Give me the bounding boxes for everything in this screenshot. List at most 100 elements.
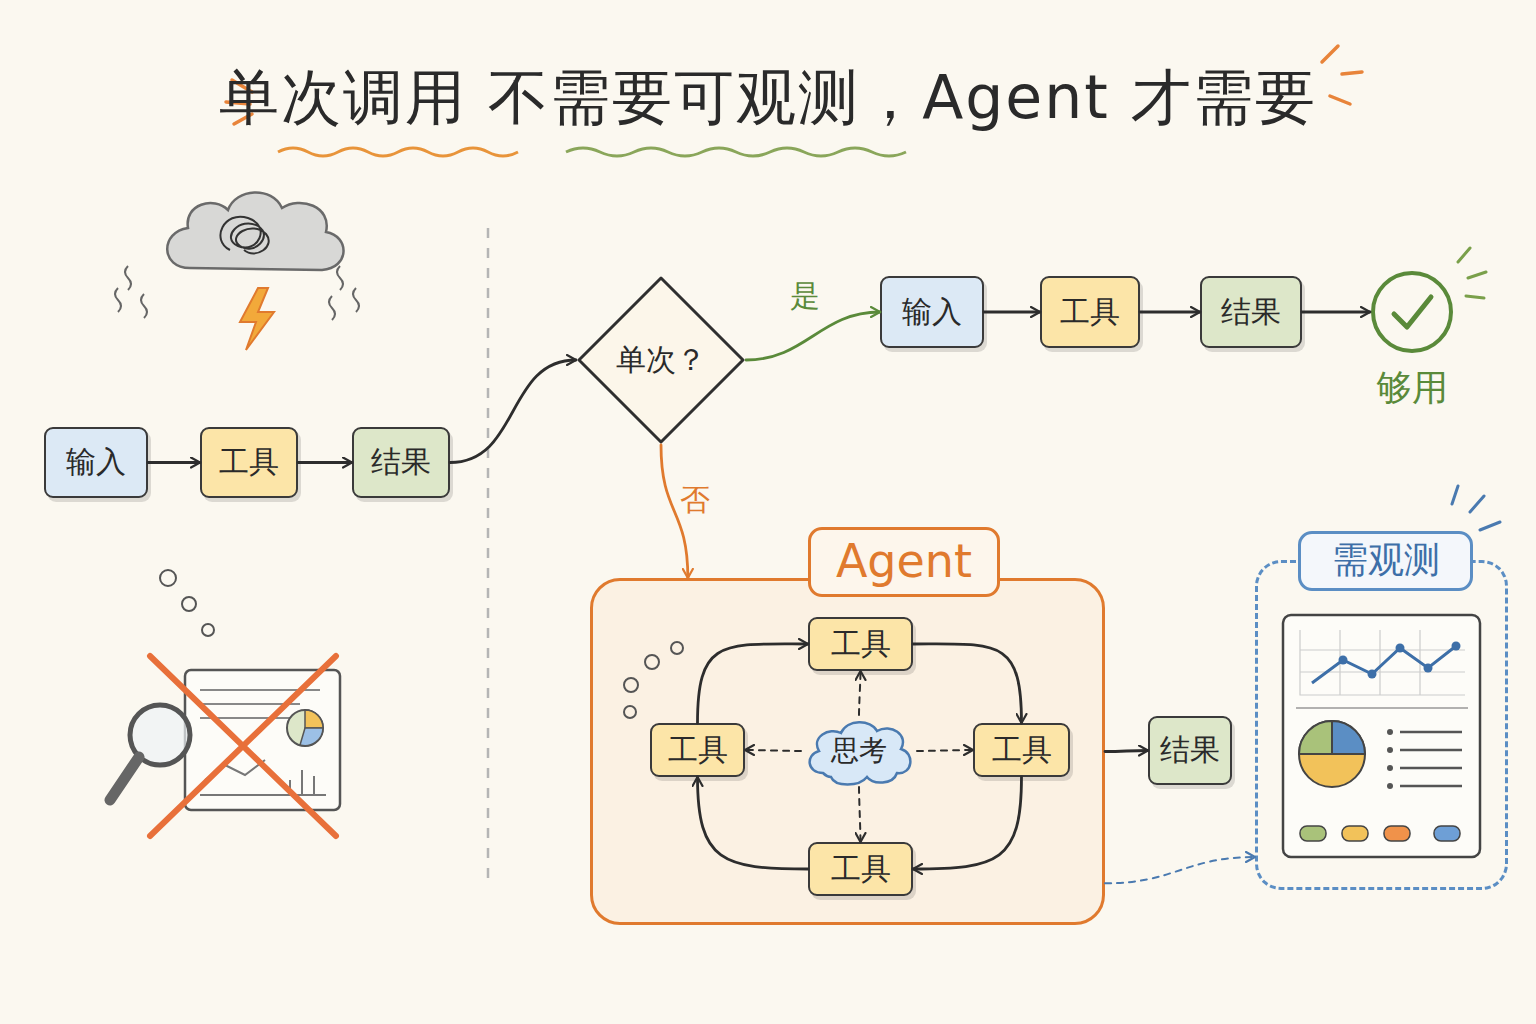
cloud-shape (810, 722, 911, 784)
check-circle: 够用 (1370, 270, 1454, 354)
dashed-connector (859, 787, 861, 842)
process-box: 工具 (650, 723, 745, 777)
scribble (220, 217, 268, 254)
process-box: 结果 (1148, 716, 1232, 785)
process-box: 结果 (352, 427, 450, 498)
check-mark (1394, 297, 1431, 327)
node-label: Agent (808, 527, 1000, 597)
status-pill (1434, 826, 1460, 841)
node-label: 工具 (831, 849, 891, 890)
pie-slice (1332, 721, 1365, 754)
flow-arrow (1140, 311, 1200, 314)
node-label: 需观测 (1298, 531, 1473, 591)
magnifier-lens (130, 705, 190, 765)
flow-arrow (913, 644, 1022, 723)
node-label: 思考 (831, 732, 887, 770)
ray-marks (1452, 486, 1500, 530)
node-label: 工具 (219, 442, 279, 483)
dashed-connector (1105, 857, 1255, 883)
pie-chart (1299, 721, 1365, 787)
node-label: 输入 (902, 292, 962, 333)
node-label: 输入 (66, 442, 126, 483)
process-box: 工具 (973, 723, 1070, 777)
flow-arrow (698, 777, 809, 869)
process-box: 工具 (808, 842, 913, 896)
chart-points (1339, 642, 1461, 679)
status-pill (1300, 826, 1326, 841)
chart-point (1452, 642, 1461, 651)
separator (1296, 707, 1468, 709)
dashboard-panel (185, 670, 340, 810)
status-pill (1342, 826, 1368, 841)
dashboard-panel (1283, 615, 1480, 857)
ray-marks (1458, 248, 1486, 298)
pie-chart (287, 710, 323, 746)
bullet-dot (1387, 729, 1393, 735)
flow-arrow (148, 461, 200, 464)
chart-grid (1300, 630, 1465, 695)
node-label: 结果 (1160, 730, 1220, 771)
pie-slice (305, 710, 323, 728)
node-label: 工具 (1060, 292, 1120, 333)
process-box: 输入 (880, 276, 984, 348)
pie-slice (1299, 721, 1332, 754)
chart-point (1368, 670, 1377, 679)
dashed-connector (745, 750, 801, 751)
list-line (1400, 767, 1462, 770)
process-box: 输入 (44, 427, 148, 498)
process-box: 工具 (1040, 276, 1140, 348)
node-label: 够用 (1376, 364, 1448, 413)
edge-label: 否 (680, 480, 710, 521)
check-ring (1373, 273, 1451, 351)
title-underline (278, 148, 518, 156)
list-line (1400, 749, 1462, 752)
thought-bubble (182, 597, 196, 611)
node-label: 单次？ (616, 340, 706, 381)
process-box: 工具 (200, 427, 298, 498)
dashboard-chart (200, 760, 326, 795)
storm-cloud (167, 192, 343, 270)
process-box: 工具 (808, 617, 913, 671)
flow-arrow (1302, 311, 1370, 314)
process-box: 结果 (1200, 276, 1302, 348)
node-label: 结果 (371, 442, 431, 483)
bullet-dot (1387, 783, 1393, 789)
dashed-connector (859, 671, 861, 715)
node-label: 工具 (992, 730, 1052, 771)
bullet-dot (1387, 747, 1393, 753)
thought-bubble (160, 570, 176, 586)
check-outline (1370, 270, 1454, 354)
flow-arrow (698, 644, 809, 723)
observability-panel: 需观测 (1255, 560, 1508, 890)
agent-container: Agent工具工具思考工具工具 (590, 578, 1105, 925)
edge-label: 是 (790, 276, 820, 317)
dashboard-lines (200, 690, 320, 718)
thinking-cloud: 思考 (801, 715, 917, 787)
bullet-dot (1387, 765, 1393, 771)
shake-lines (115, 266, 359, 320)
bullet-list (1400, 732, 1462, 786)
node-label: 工具 (831, 624, 891, 665)
bullet-dots (1387, 729, 1393, 789)
line-chart (1312, 646, 1456, 683)
pie-slice (300, 728, 323, 746)
decision-diamond: 单次？ (576, 275, 746, 445)
title-underline (566, 148, 906, 156)
thought-bubble (202, 624, 214, 636)
accent-mark (1322, 46, 1362, 104)
diagram-title: 单次调用 不需要可观测，Agent 才需要 (0, 58, 1536, 139)
dashed-connector (917, 750, 973, 751)
chart-point (1339, 656, 1348, 665)
flow-arrow (913, 777, 1022, 869)
flow-arrow (298, 461, 352, 464)
lightning-bolt (240, 288, 274, 350)
diamond-shape (579, 278, 743, 442)
node-label: 工具 (668, 730, 728, 771)
cross-mark (150, 656, 336, 836)
list-line (1400, 731, 1462, 734)
chart-point (1424, 664, 1433, 673)
flow-arrow (450, 360, 576, 463)
status-pill (1384, 826, 1410, 841)
flow-arrow (984, 311, 1040, 314)
